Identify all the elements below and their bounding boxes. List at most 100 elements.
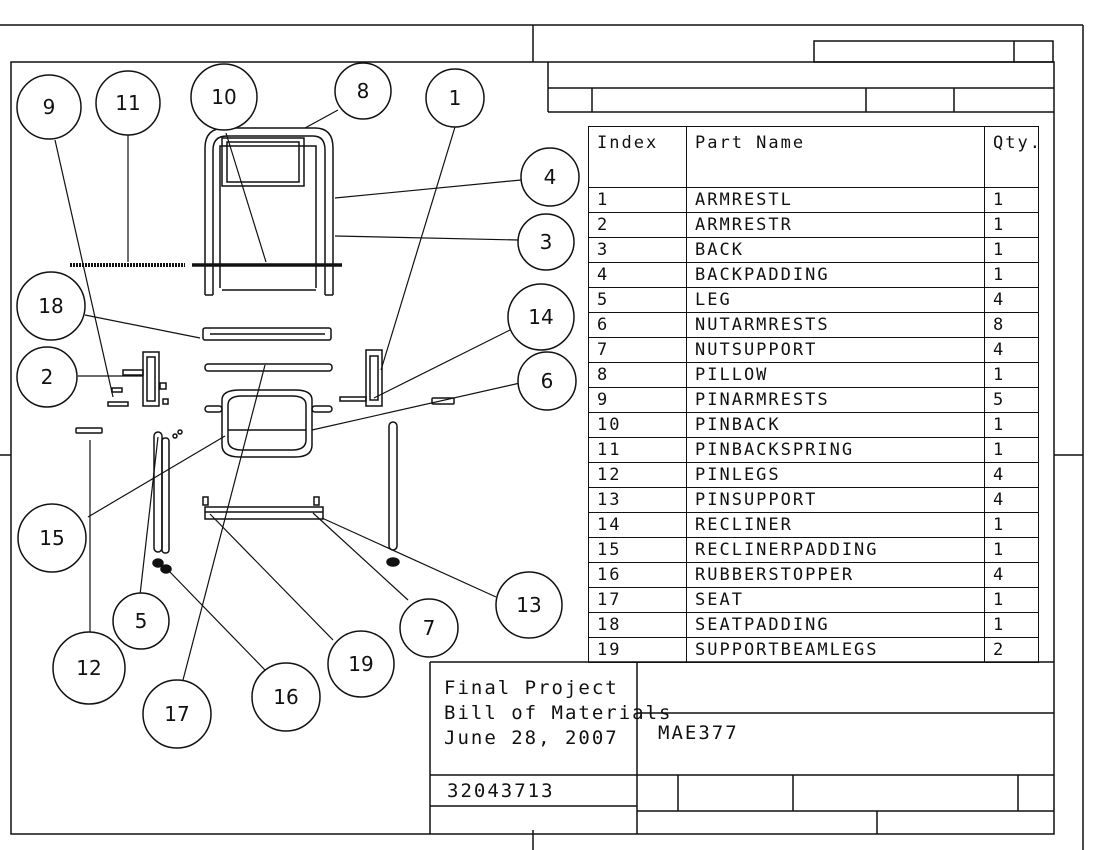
bom-index-cell: 8 (588, 362, 687, 388)
balloon-label: 19 (348, 652, 373, 676)
course-code: MAE377 (658, 722, 739, 744)
bom-qty-cell: 1 (984, 437, 1039, 463)
bom-index-cell: 13 (588, 487, 687, 513)
balloon-label: 17 (164, 702, 189, 726)
balloon-8 (334, 62, 392, 120)
balloon-9 (16, 74, 82, 140)
bom-index-cell: 10 (588, 412, 687, 438)
bom-part-name-cell: SEAT (686, 587, 985, 613)
bom-header-part-name: Part Name (686, 126, 985, 188)
bom-header-qty: Qty. (984, 126, 1039, 188)
bom-qty-cell: 4 (984, 562, 1039, 588)
title-line-2: Bill of Materials (444, 702, 673, 724)
bom-index-cell: 12 (588, 462, 687, 488)
bom-index-cell: 14 (588, 512, 687, 538)
balloon-label: 7 (423, 616, 436, 640)
recliner-part (204, 389, 333, 458)
title-line-3: June 28, 2007 (444, 727, 619, 749)
bom-index-cell: 19 (588, 637, 687, 663)
balloon-label: 16 (273, 685, 298, 709)
support-beam-part (202, 496, 324, 520)
balloon-10 (190, 63, 258, 131)
balloon-1 (425, 68, 485, 128)
bom-qty-cell: 4 (984, 462, 1039, 488)
balloon-label: 5 (135, 609, 148, 633)
balloon-19 (327, 630, 395, 698)
bom-part-name-cell: PINSUPPORT (686, 487, 985, 513)
balloon-label: 6 (541, 369, 554, 393)
bom-part-name-cell: BACK (686, 237, 985, 263)
bom-part-name-cell: RUBBERSTOPPER (686, 562, 985, 588)
pin-legs-part (75, 427, 103, 434)
bom-part-name-cell: NUTARMRESTS (686, 312, 985, 338)
bom-index-cell: 16 (588, 562, 687, 588)
bom-qty-cell: 2 (984, 637, 1039, 663)
bom-index-cell: 15 (588, 537, 687, 563)
bom-index-cell: 9 (588, 387, 687, 413)
bom-index-cell: 17 (588, 587, 687, 613)
rubber-stopper-parts (152, 557, 400, 574)
seat-padding-part (202, 327, 332, 341)
balloon-17 (142, 679, 212, 749)
balloon-label: 9 (43, 95, 56, 119)
bom-part-name-cell: SEATPADDING (686, 612, 985, 638)
balloon-circles (16, 62, 580, 749)
balloon-label: 12 (76, 656, 101, 680)
balloon-label: 13 (516, 593, 541, 617)
bom-index-cell: 11 (588, 437, 687, 463)
armrest-left-side-part (107, 351, 169, 407)
seat-part (204, 363, 333, 372)
bom-qty-cell: 1 (984, 612, 1039, 638)
bom-part-name-cell: PILLOW (686, 362, 985, 388)
balloon-6 (517, 351, 577, 411)
bom-qty-cell: 1 (984, 537, 1039, 563)
balloon-label: 4 (544, 165, 557, 189)
balloon-18 (16, 271, 86, 341)
bom-qty-cell: 1 (984, 237, 1039, 263)
bom-index-cell: 18 (588, 612, 687, 638)
title-block-title: Final Project Bill of Materials June 28,… (444, 676, 672, 751)
balloon-2 (16, 346, 78, 408)
balloon-label: 2 (41, 365, 54, 389)
armrest-right-side-part (339, 349, 455, 407)
bom-qty-cell: 4 (984, 487, 1039, 513)
bom-index-cell: 2 (588, 212, 687, 238)
balloon-label: 15 (39, 526, 64, 550)
bom-part-name-cell: PINARMRESTS (686, 387, 985, 413)
balloon-4 (520, 147, 580, 207)
balloon-3 (517, 213, 575, 271)
bom-part-name-cell: PINBACK (686, 412, 985, 438)
bom-index-cell: 3 (588, 237, 687, 263)
balloon-7 (399, 598, 459, 658)
bom-index-cell: 6 (588, 312, 687, 338)
drawing-number: 32043713 (447, 780, 555, 802)
bom-index-cell: 5 (588, 287, 687, 313)
bom-index-cell: 7 (588, 337, 687, 363)
bom-qty-cell: 1 (984, 212, 1039, 238)
balloon-16 (251, 662, 321, 732)
balloon-label: 8 (357, 79, 370, 103)
bom-part-name-cell: PINBACKSPRING (686, 437, 985, 463)
balloon-5 (112, 592, 170, 650)
bom-qty-cell: 1 (984, 362, 1039, 388)
balloon-label: 1 (449, 86, 462, 110)
bom-part-name-cell: ARMRESTR (686, 212, 985, 238)
balloon-13 (495, 571, 563, 639)
bom-part-name-cell: ARMRESTL (686, 187, 985, 213)
bom-part-name-cell: BACKPADDING (686, 262, 985, 288)
bom-qty-cell: 5 (984, 387, 1039, 413)
balloon-label: 14 (528, 305, 553, 329)
